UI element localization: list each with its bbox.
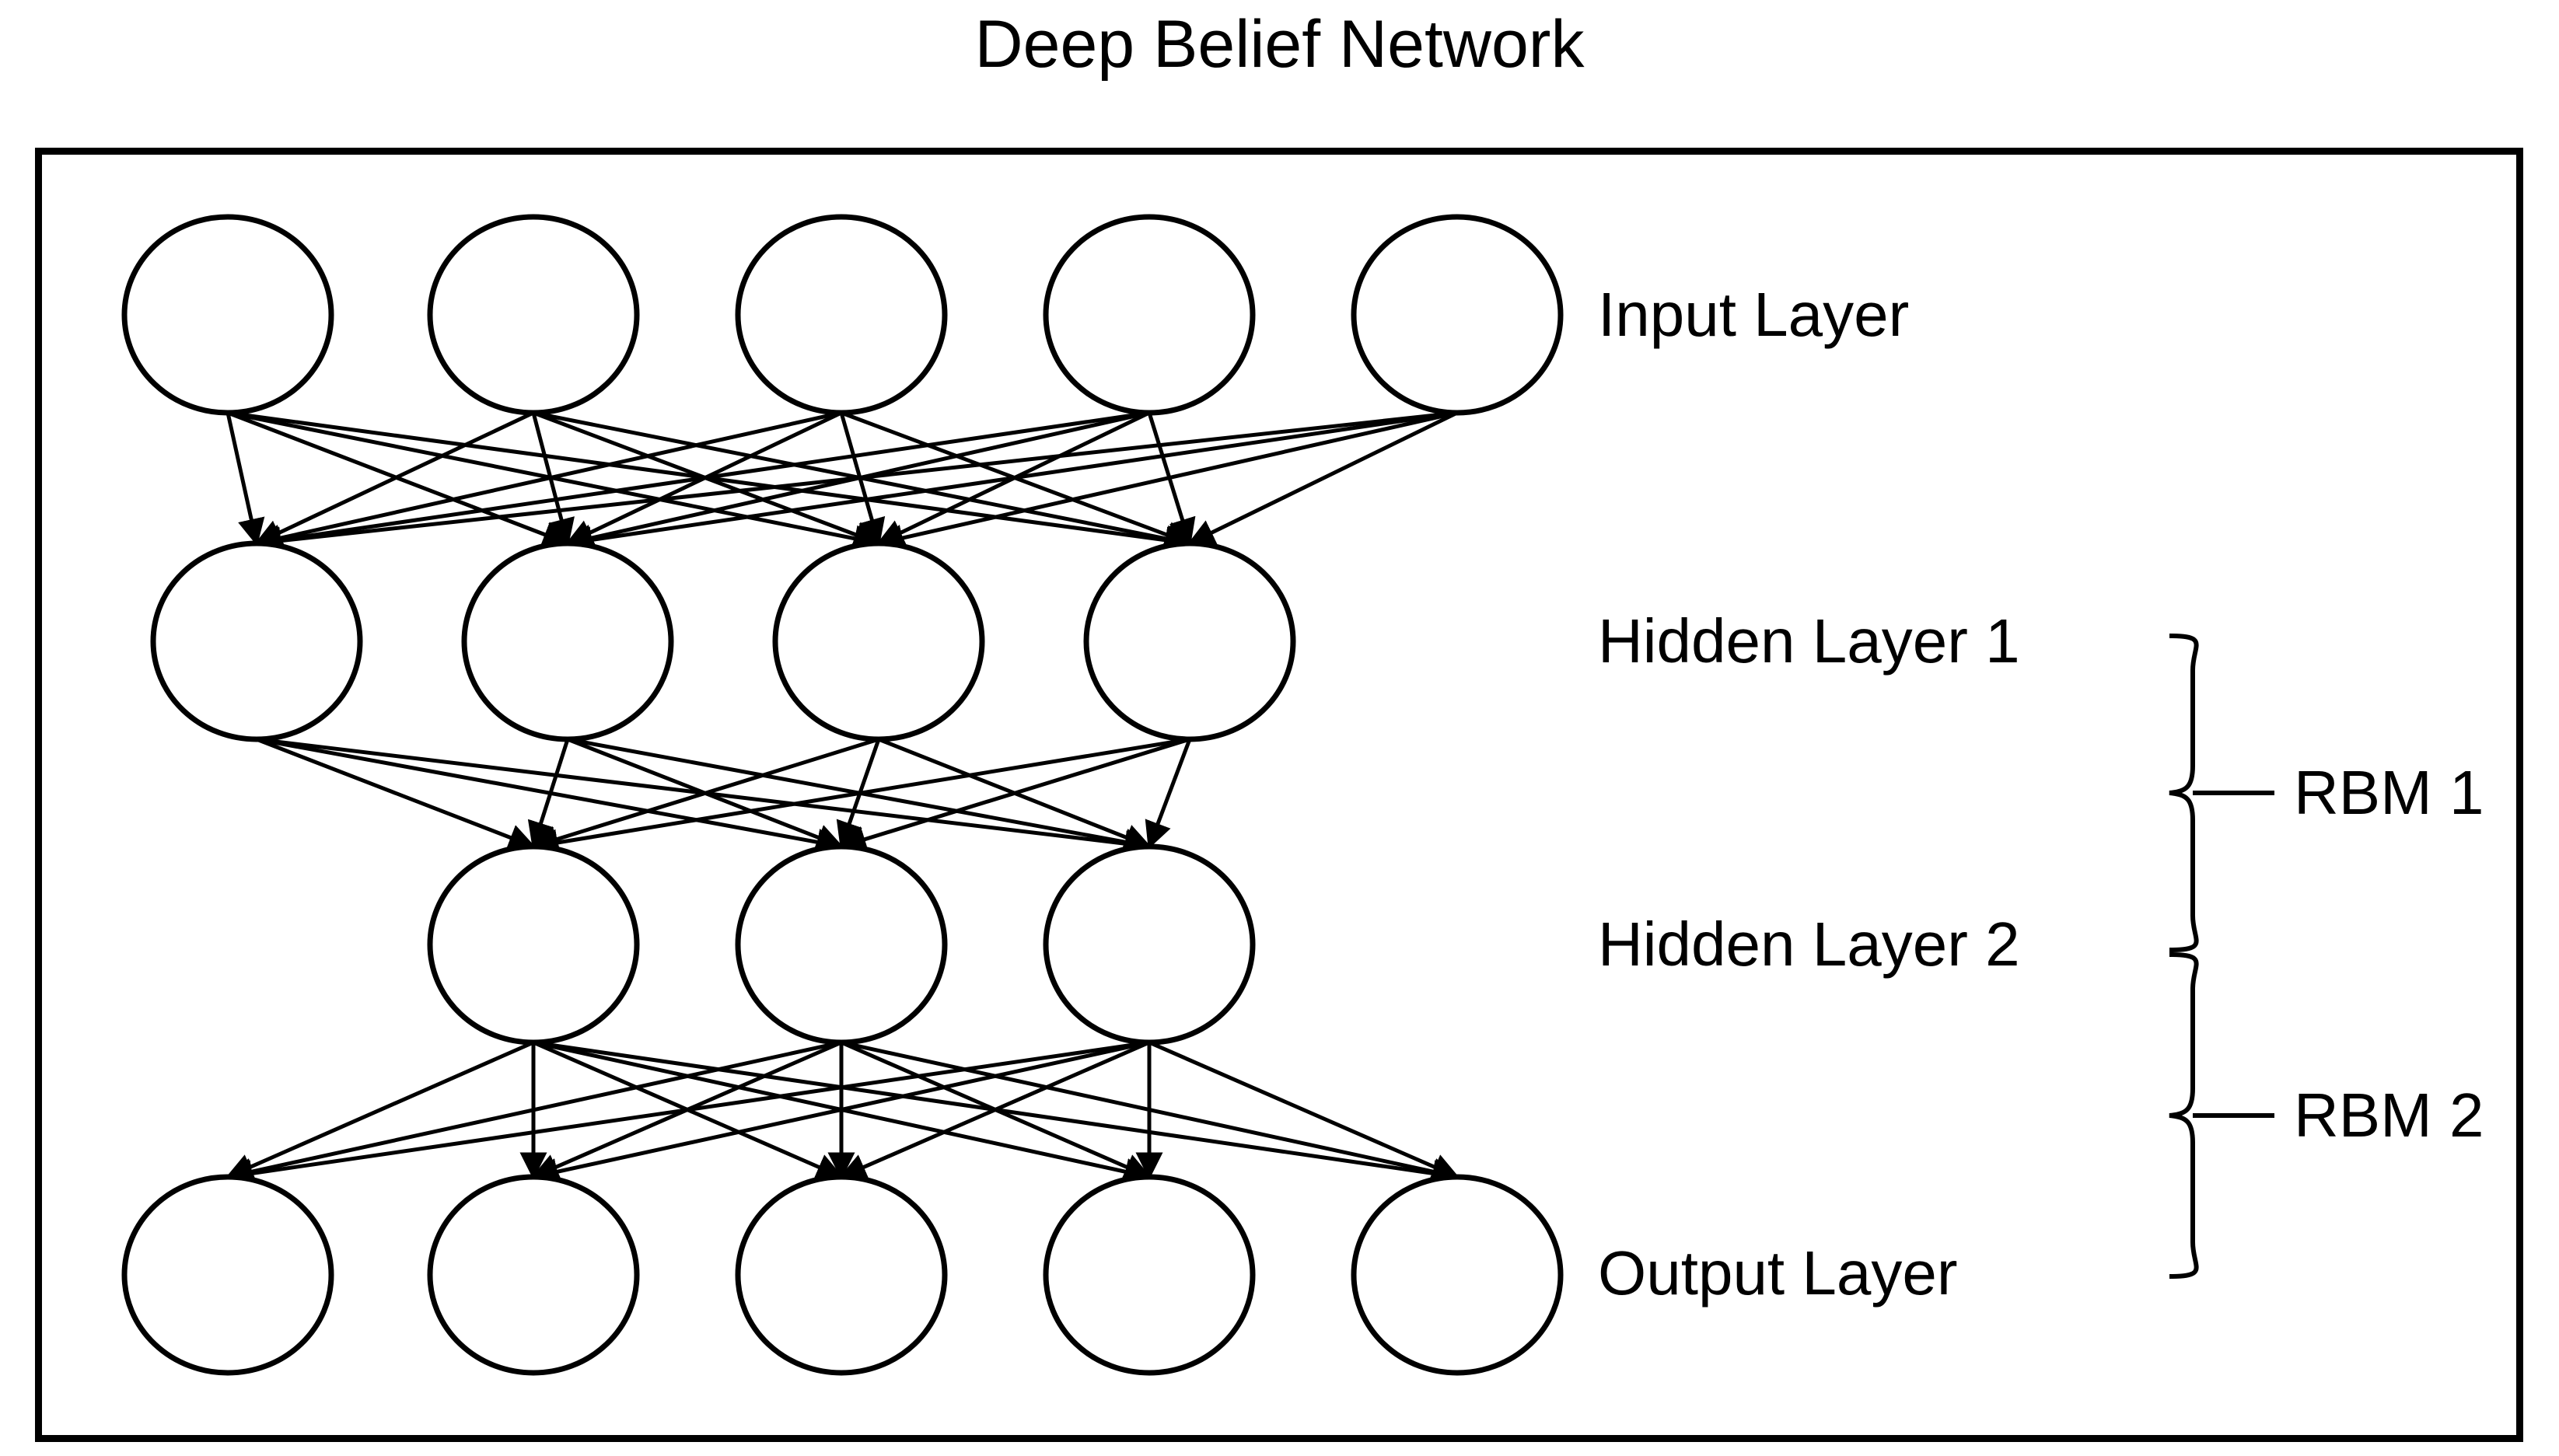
node-hidden1-4	[1083, 540, 1296, 742]
node-hidden1-3	[772, 540, 985, 742]
node-input-1	[121, 214, 334, 416]
page-title: Deep Belief Network	[974, 7, 1585, 82]
node-input-3	[735, 214, 948, 416]
node-input-5	[1351, 214, 1564, 416]
rbm1-brace	[2169, 634, 2274, 952]
node-hidden1-2	[461, 540, 674, 742]
layer-hidden2-nodes	[427, 843, 1256, 1046]
layer-label-output: Output Layer	[1598, 1238, 1958, 1308]
edges-hidden1-to-hidden2	[256, 737, 1192, 857]
node-hidden2-3	[1043, 843, 1256, 1046]
group-label-rbm2: RBM 2	[2294, 1081, 2484, 1150]
layer-hidden1-nodes	[150, 540, 1296, 742]
node-output-3	[735, 1174, 948, 1376]
node-input-2	[427, 214, 640, 416]
node-input-4	[1043, 214, 1256, 416]
group-label-rbm1: RBM 1	[2294, 758, 2484, 827]
edges-hidden2-to-output	[225, 1040, 1460, 1187]
node-hidden2-2	[735, 843, 948, 1046]
node-output-5	[1351, 1174, 1564, 1376]
edges-input-to-hidden1	[225, 410, 1459, 554]
layer-output-nodes	[121, 1174, 1564, 1376]
node-hidden2-1	[427, 843, 640, 1046]
layer-label-hidden1: Hidden Layer 1	[1598, 606, 2020, 676]
rbm2-brace	[2169, 952, 2274, 1279]
node-output-4	[1043, 1174, 1256, 1376]
node-output-2	[427, 1174, 640, 1376]
node-output-1	[121, 1174, 334, 1376]
layer-label-input: Input Layer	[1598, 280, 1910, 349]
layer-label-hidden2: Hidden Layer 2	[1598, 910, 2020, 979]
node-hidden1-1	[150, 540, 363, 742]
layer-input-nodes	[121, 214, 1564, 416]
